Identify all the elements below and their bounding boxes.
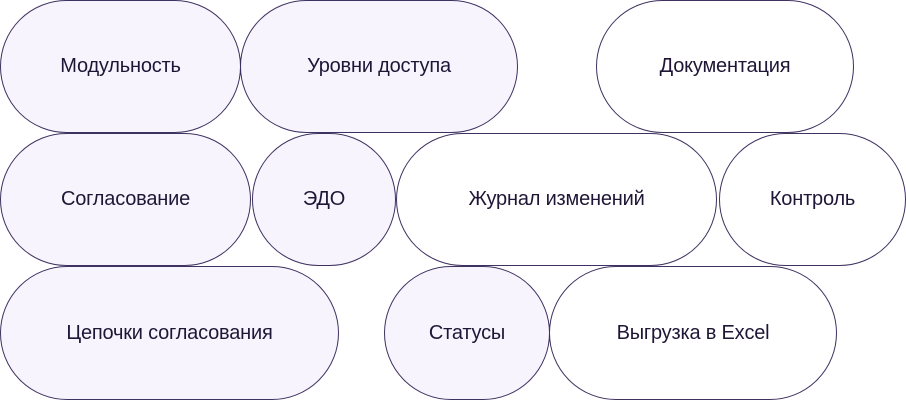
tag-label: Модульность bbox=[60, 55, 181, 77]
tag-label: Документация bbox=[659, 55, 791, 77]
tag-control: Контроль bbox=[719, 133, 906, 266]
tag-edo: ЭДО bbox=[252, 133, 396, 266]
tag-approval-chains: Цепочки согласования bbox=[0, 266, 339, 400]
tag-modularity: Модульность bbox=[0, 0, 241, 133]
tag-label: Контроль bbox=[769, 188, 856, 210]
tag-label: Выгрузка в Excel bbox=[616, 321, 770, 344]
tag-label: ЭДО bbox=[302, 188, 346, 210]
tag-excel-export: Выгрузка в Excel bbox=[549, 266, 837, 400]
tag-label: Цепочки согласования bbox=[66, 321, 273, 344]
tag-approval: Согласование bbox=[0, 133, 251, 266]
tag-documentation: Документация bbox=[596, 0, 854, 133]
tag-statuses: Статусы bbox=[384, 266, 550, 400]
tag-label: Уровни доступа bbox=[307, 55, 451, 77]
tag-change-log: Журнал изменений bbox=[396, 133, 717, 266]
tag-label: Журнал изменений bbox=[468, 188, 645, 210]
tag-label: Согласование bbox=[60, 188, 191, 210]
tag-access-levels: Уровни доступа bbox=[240, 0, 518, 133]
tag-label: Статусы bbox=[428, 321, 506, 344]
